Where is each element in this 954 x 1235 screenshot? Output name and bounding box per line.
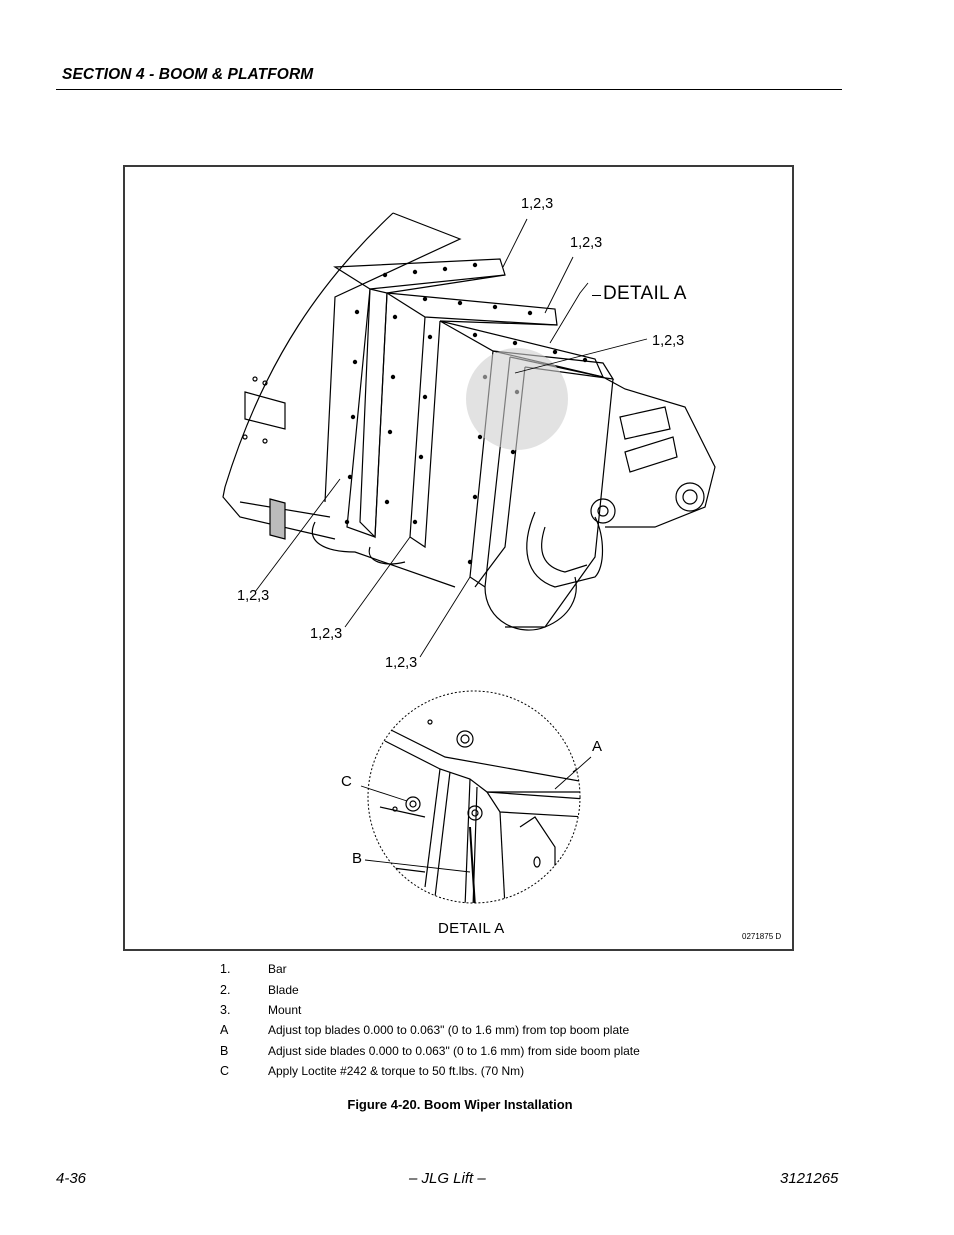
callout-label-4: 1,2,3 [237,588,270,604]
detail-a-title: DETAIL A [603,283,687,304]
legend-key: 1. [220,962,231,976]
legend-key: 3. [220,1003,231,1017]
section-header: SECTION 4 - BOOM & PLATFORM [62,66,314,83]
legend-text: Mount [268,1003,302,1017]
callout-label-5: 1,2,3 [310,626,343,642]
legend-text: Blade [268,983,299,997]
document-number: 3121265 [780,1170,839,1187]
detail-a-caption: DETAIL A [438,920,505,937]
legend-key: B [220,1044,229,1058]
detail-label-b: B [352,850,363,867]
legend-key: C [220,1064,230,1078]
legend-text: Adjust side blades 0.000 to 0.063" (0 to… [268,1044,640,1058]
callout-label-6: 1,2,3 [385,655,418,671]
legend-key: A [220,1023,229,1037]
legend-text: Bar [268,962,287,976]
legend-text: Adjust top blades 0.000 to 0.063" (0 to … [268,1023,630,1037]
legend-key: 2. [220,983,231,997]
detail-title-leader [592,295,601,296]
legend-text: Apply Loctite #242 & torque to 50 ft.lbs… [268,1064,525,1078]
figure-caption: Figure 4-20. Boom Wiper Installation [347,1097,573,1112]
boom-assembly-drawing [222,212,716,631]
callout-label-2: 1,2,3 [570,235,603,251]
drawing-number: 0271875 D [742,932,782,941]
callout-label-3: 1,2,3 [652,333,685,349]
callout-label-1: 1,2,3 [521,196,554,212]
figure-frame [123,165,794,951]
header-rule [56,89,842,90]
detail-label-a: A [592,738,603,755]
callout-leader-lines [254,218,648,658]
footer-center: – JLG Lift – [409,1170,486,1187]
detail-label-c: C [341,773,352,790]
page-number: 4-36 [56,1170,87,1187]
detail-a-drawing [360,690,592,904]
boom-wiper-illustration [222,212,716,904]
